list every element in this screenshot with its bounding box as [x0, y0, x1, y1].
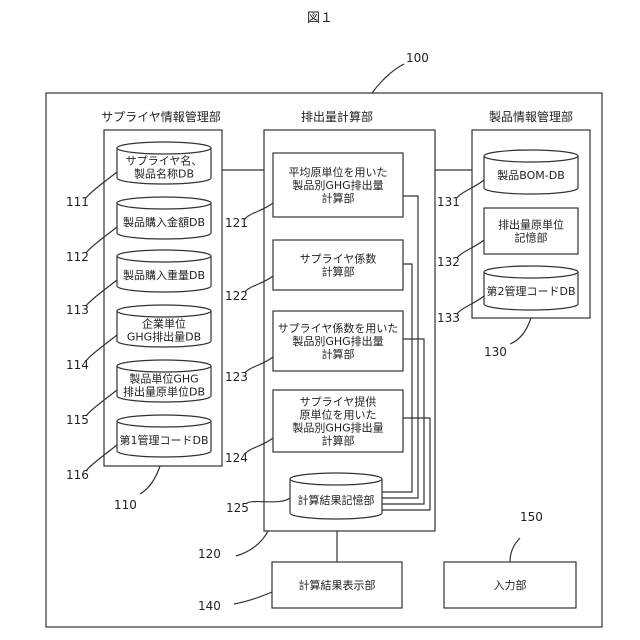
input-ref: 150 [520, 510, 543, 524]
calc-storage-ref: 125 [226, 501, 249, 515]
product-db-133-top [484, 266, 578, 278]
supplier-db-label: 第1管理コードDB [119, 433, 208, 447]
supplier-db-ref: 116 [66, 468, 89, 482]
supplier-db-label: 排出量原単位DB [123, 385, 205, 399]
calc-unit-label: 計算部 [322, 265, 355, 279]
calc-unit-label: 原単位を用いた [300, 408, 377, 422]
product-item-label: 製品BOM-DB [497, 168, 565, 182]
supplier-db-116-top [117, 415, 211, 427]
calc-unit-ref: 121 [225, 216, 248, 230]
supplier-ref: 110 [114, 498, 137, 512]
supplier-db-ref: 112 [66, 250, 89, 264]
calc-unit-label: 製品別GHG排出量 [292, 421, 383, 435]
supplier-db-ref: 111 [66, 195, 89, 209]
supplier-db-111-top [117, 142, 211, 154]
supplier-title: サプライヤ情報管理部 [101, 109, 221, 124]
calc-unit-ref: 123 [225, 370, 248, 384]
calc-unit-label: 計算部 [322, 434, 355, 448]
supplier-db-label: サプライヤ名、 [126, 154, 203, 168]
supplier-db-label: 製品名称DB [134, 167, 194, 181]
system-ref-leader [372, 64, 404, 93]
product-item-label: 記憶部 [515, 231, 548, 245]
supplier-db-label: 製品購入重量DB [123, 268, 205, 282]
product-item-label: 第2管理コードDB [486, 284, 575, 298]
supplier-db-112-top [117, 197, 211, 209]
calc-unit-label: サプライヤ係数を用いた [278, 322, 399, 335]
supplier-db-label: 製品単位GHG [129, 372, 198, 386]
calc-unit-ref: 122 [225, 289, 248, 303]
supplier-db-label: 製品購入金額DB [123, 215, 205, 229]
calc-unit-label: 平均原単位を用いた [289, 165, 388, 179]
supplier-db-ref: 115 [66, 413, 89, 427]
supplier-db-ref: 114 [66, 358, 89, 372]
figure-title: 図１ [307, 11, 333, 26]
calc-unit-label: 計算部 [322, 347, 355, 361]
product-item-label: 排出量原単位 [498, 218, 564, 232]
display-label: 計算結果表示部 [299, 578, 376, 592]
product-item-ref: 131 [437, 195, 460, 209]
product-item-ref: 133 [437, 311, 460, 325]
calc-storage-label: 計算結果記憶部 [298, 493, 375, 507]
calc-unit-label: サプライヤ係数 [300, 253, 377, 266]
system-ref: 100 [406, 51, 429, 65]
display-label-text: 計算結果表示部 [299, 578, 376, 592]
supplier-db-label: 企業単位 [142, 317, 186, 331]
calc-unit-label: 製品別GHG排出量 [292, 334, 383, 348]
calc-storage-125-top [290, 473, 382, 485]
supplier-db-114-top [117, 305, 211, 317]
input-label: 入力部 [494, 578, 527, 592]
calc-ref: 120 [198, 547, 221, 561]
display-ref: 140 [198, 599, 221, 613]
calc-title: 排出量計算部 [301, 109, 373, 124]
supplier-db-115-top [117, 360, 211, 372]
input-label-text: 入力部 [494, 578, 527, 592]
calc-unit-label: 製品別GHG排出量 [292, 178, 383, 192]
calc-unit-label: 計算部 [322, 191, 355, 205]
supplier-db-ref: 113 [66, 303, 89, 317]
supplier-db-113-top [117, 250, 211, 262]
product-item-ref: 132 [437, 255, 460, 269]
calc-unit-ref: 124 [225, 451, 248, 465]
supplier-db-label: GHG排出量DB [127, 330, 201, 344]
product-db-131-top [484, 150, 578, 162]
product-ref: 130 [484, 345, 507, 359]
product-title: 製品情報管理部 [489, 109, 573, 124]
calc-unit-label: サプライヤ提供 [300, 395, 377, 409]
